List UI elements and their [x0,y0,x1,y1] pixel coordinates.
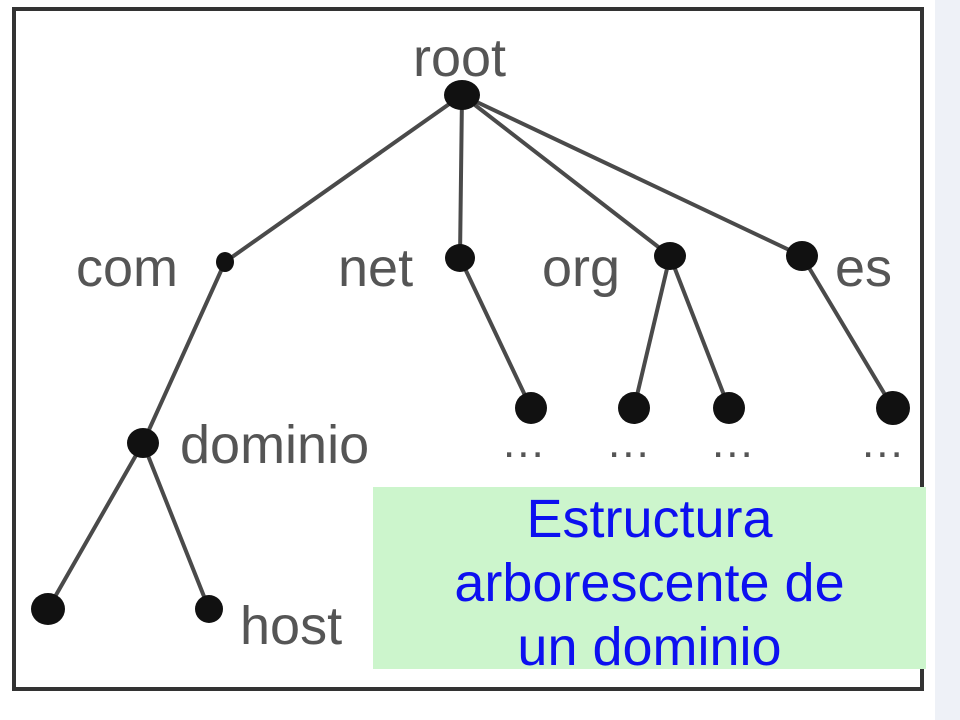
label-net-child: ... [503,418,546,467]
node-dominio-leaf [31,593,65,625]
label-dominio: dominio [180,415,369,475]
node-net-child [515,392,547,424]
node-es [786,241,818,271]
edge-net-child [458,256,533,410]
caption-box: Estructura arborescente de un dominio [373,487,926,677]
node-host [195,595,223,623]
node-org-child-1 [618,392,650,424]
node-es-child [876,391,910,425]
node-net [445,244,475,272]
diagram-frame [12,7,924,691]
label-org-child-1: ... [608,418,651,467]
edge-root-net [458,93,464,260]
edge-root-org [460,93,672,258]
edge-root-com [223,93,464,264]
caption-line-3: un dominio [517,617,782,677]
caption-line-2: arborescente de [454,553,845,613]
label-host: host [240,596,342,656]
edge-org-child-2 [668,254,731,410]
edge-es-child [800,254,895,410]
edge-dominio-host [141,441,211,611]
label-org: org [542,238,620,298]
tree-edges [46,93,895,611]
label-es-child: ... [862,418,905,467]
tree-nodes [31,80,910,625]
label-com: com [76,238,178,298]
node-org [654,242,686,270]
edge-dominio-leaf [46,441,145,611]
node-root [444,80,480,110]
node-dominio [127,428,159,458]
slide-edge-strip [935,0,960,720]
edge-root-es [460,93,804,258]
edge-org-child-1 [632,254,672,410]
edge-com-dominio [141,260,227,445]
label-net: net [338,238,413,298]
tree-labels: root com net org es dominio ... ... ... … [76,28,905,656]
label-es: es [835,238,892,298]
label-org-child-2: ... [712,418,755,467]
node-org-child-2 [713,392,745,424]
caption-line-1: Estructura [526,489,773,549]
label-root: root [413,28,506,88]
node-com [216,252,234,272]
